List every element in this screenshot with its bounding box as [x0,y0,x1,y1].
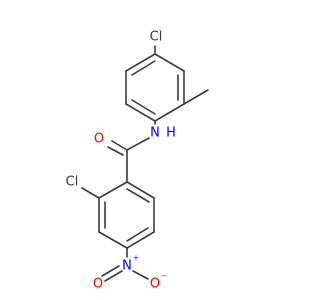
bond-to-cl-ring [81,187,100,199]
bond [126,231,155,249]
bond [131,99,156,115]
nitro-nitrogen-charge: + [133,254,140,263]
chemical-structure-drawing: Cl N H O Cl N + O O − [66,30,209,292]
bond [125,53,156,72]
bond [125,103,156,122]
nitro-single-bond [132,270,149,280]
nitro-oxygen-right-label: O [150,277,160,292]
bond-nh-to-carbonyl [126,137,150,151]
bond [126,188,150,203]
bond [154,103,185,122]
bond [98,231,128,249]
nitro-oxygen-charge: − [161,272,168,281]
nitro-double-bond [101,265,120,277]
bond [126,181,155,199]
bond [98,181,128,199]
methyl-bond [183,89,209,105]
lower-aromatic-ring [98,181,155,249]
amide-hydrogen-label: H [166,126,176,141]
bond [126,227,149,242]
nitro-oxygen-left-label: O [93,277,103,292]
bond [131,60,156,76]
chlorine-atom-label: Cl [150,30,163,45]
bond [154,53,185,72]
nitro-double-bond [104,270,123,282]
carbonyl-double-bond [111,140,128,151]
amide-nitrogen-label: N [150,126,160,141]
carbonyl-oxygen-label: O [94,132,104,147]
upper-aromatic-ring [125,53,185,122]
carbonyl-double-bond [107,146,124,156]
ring-chlorine-atom-label: Cl [66,175,79,190]
nitro-nitrogen-label: N [122,259,132,274]
